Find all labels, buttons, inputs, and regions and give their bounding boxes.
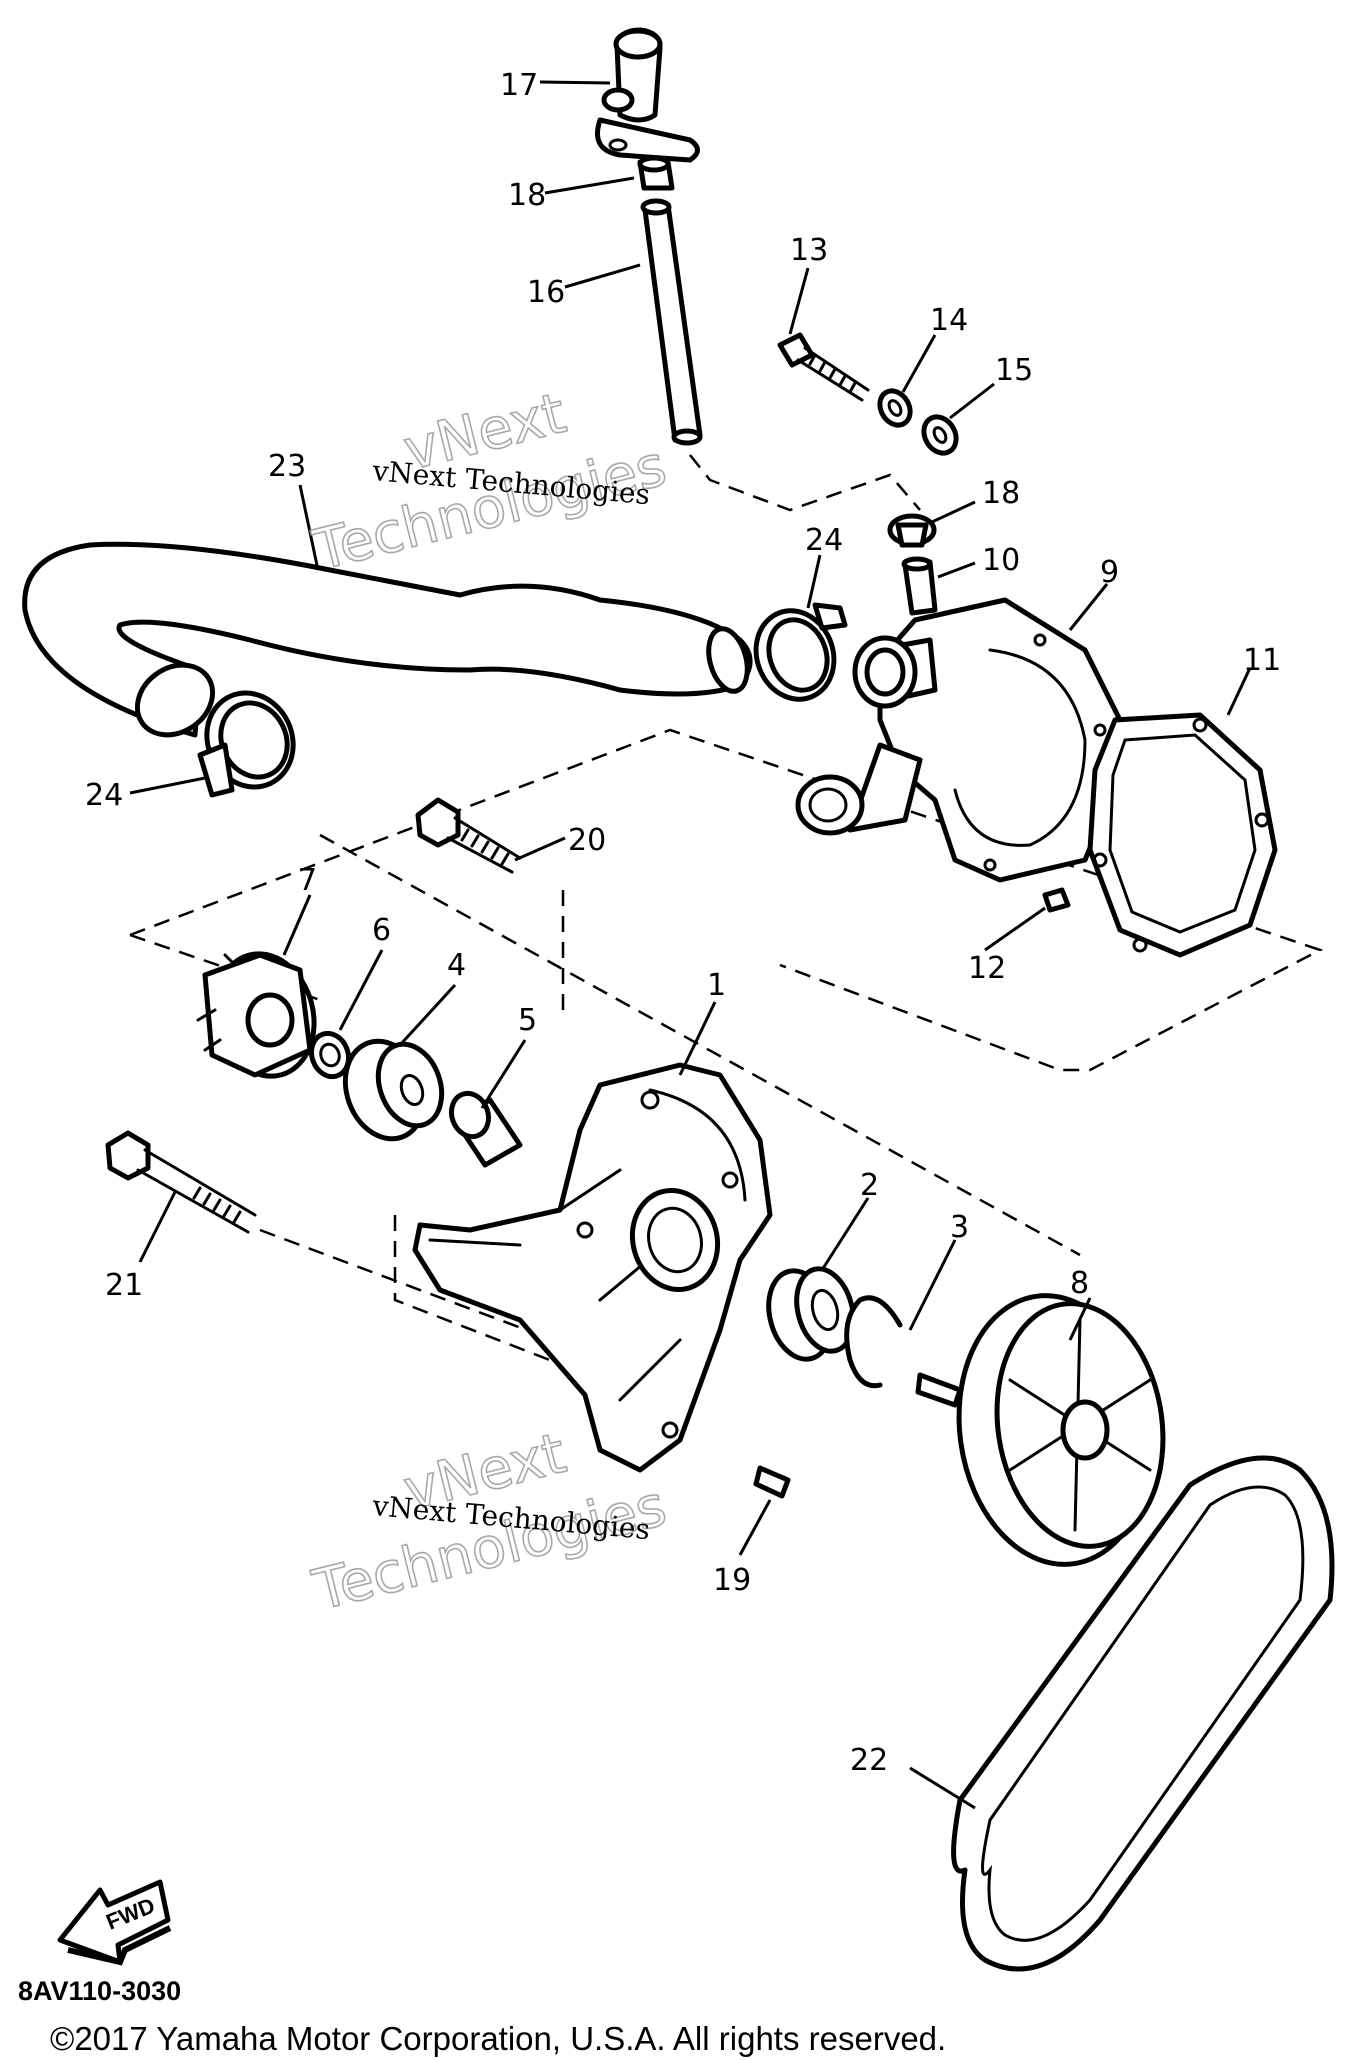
copyright-text: ©2017 Yamaha Motor Corporation, U.S.A. A… <box>50 2020 946 2057</box>
part-13-bolt <box>777 332 870 402</box>
callout-18-mid: 18 <box>982 476 1020 511</box>
callout-4: 4 <box>447 948 466 983</box>
part-12-dowel <box>1042 887 1071 913</box>
callout-10: 10 <box>982 543 1020 578</box>
part-1-housing <box>412 1062 773 1473</box>
part-20-bolt <box>415 797 522 874</box>
callout-17: 17 <box>500 68 538 103</box>
part-14-lock-washer <box>877 388 913 428</box>
part-21-bolt <box>105 1130 257 1234</box>
part-3-circlip <box>844 1295 903 1389</box>
callout-16: 16 <box>527 275 565 310</box>
callout-7: 7 <box>298 863 317 898</box>
callout-12: 12 <box>968 951 1006 986</box>
callout-22: 22 <box>850 1743 888 1778</box>
part-11-gasket <box>1087 712 1278 958</box>
part-24-clamp-left <box>197 690 296 798</box>
callout-5: 5 <box>518 1003 537 1038</box>
callout-20: 20 <box>568 823 606 858</box>
part-2-bearing <box>766 1266 856 1362</box>
part-24-clamp-right <box>753 602 848 702</box>
diagram-code: 8AV110-3030 <box>18 1976 181 2006</box>
part-5-sleeve <box>448 1090 523 1168</box>
callout-6: 6 <box>372 913 391 948</box>
part-8-pulley <box>915 1293 1166 1567</box>
part-15-washer <box>921 414 959 456</box>
part-7-impeller <box>196 951 317 1079</box>
callout-18-top: 18 <box>508 178 546 213</box>
leader-lines <box>129 80 1252 1810</box>
part-4-seal <box>342 1038 445 1142</box>
callouts: 17 18 16 13 14 15 23 18 10 24 9 11 24 20… <box>85 68 1281 1778</box>
callout-21: 21 <box>105 1268 143 1303</box>
callout-3: 3 <box>950 1210 969 1245</box>
part-16-pipe <box>640 198 703 446</box>
callout-15: 15 <box>995 353 1033 388</box>
fwd-arrow-icon: FWD <box>57 1879 172 1966</box>
callout-8: 8 <box>1070 1266 1089 1301</box>
part-19-dowel <box>753 1465 791 1499</box>
part-10-pipe-short <box>901 556 938 616</box>
part-17-fitting <box>595 27 700 163</box>
callout-24-left: 24 <box>85 778 123 813</box>
callout-11: 11 <box>1243 643 1281 678</box>
callout-23: 23 <box>268 449 306 484</box>
watermark-top: vNext Technologies vNext Technologies <box>306 380 673 584</box>
part-18-clamp-mid <box>887 513 937 548</box>
part-18-clamp-top <box>637 155 675 191</box>
callout-2: 2 <box>860 1168 879 1203</box>
callout-24-right: 24 <box>805 523 843 558</box>
callout-13: 13 <box>790 233 828 268</box>
callout-14: 14 <box>930 303 968 338</box>
callout-1: 1 <box>707 968 726 1003</box>
callout-19: 19 <box>713 1563 751 1598</box>
part-9-pump-cover <box>795 597 1123 883</box>
callout-9: 9 <box>1100 555 1119 590</box>
part-23-hose <box>22 541 753 738</box>
part-6-washer <box>308 1030 352 1080</box>
